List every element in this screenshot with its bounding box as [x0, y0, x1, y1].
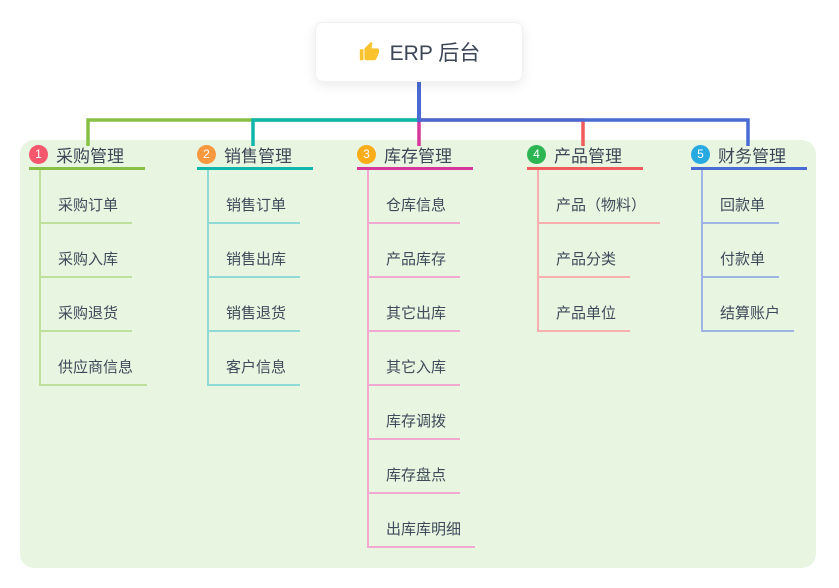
branch-children: 仓库信息 产品库存 其它出库 其它入库 库存调拨 库存盘点 出库库明细 [367, 170, 476, 548]
branch-label: 销售管理 [224, 147, 292, 166]
branch-purchase: 1 采购管理 采购订单 采购入库 采购退货 供应商信息 [29, 145, 148, 386]
branch-finance: 5 财务管理 回款单 付款单 结算账户 [691, 145, 807, 332]
branch-number-badge: 3 [357, 145, 376, 164]
child-item[interactable]: 产品单位 [539, 278, 631, 332]
child-item[interactable]: 仓库信息 [369, 170, 461, 224]
child-item[interactable]: 产品库存 [369, 224, 461, 278]
branch-children: 销售订单 销售出库 销售退货 客户信息 [207, 170, 301, 386]
root-label: ERP 后台 [389, 42, 481, 65]
branch-number-badge: 5 [691, 145, 710, 164]
branch-inventory: 3 库存管理 仓库信息 产品库存 其它出库 其它入库 库存调拨 库存盘点 出库库… [357, 145, 476, 548]
child-item[interactable]: 产品分类 [539, 224, 631, 278]
thumbs-up-icon [358, 41, 380, 63]
branch-title[interactable]: 3 库存管理 [357, 145, 473, 170]
branch-children: 回款单 付款单 结算账户 [701, 170, 795, 332]
child-item[interactable]: 采购入库 [41, 224, 133, 278]
child-item[interactable]: 销售退货 [209, 278, 301, 332]
child-item[interactable]: 结算账户 [703, 278, 795, 332]
branch-sales: 2 销售管理 销售订单 销售出库 销售退货 客户信息 [197, 145, 313, 386]
child-item[interactable]: 付款单 [703, 224, 780, 278]
child-item[interactable]: 库存盘点 [369, 440, 461, 494]
child-item[interactable]: 采购订单 [41, 170, 133, 224]
child-item[interactable]: 采购退货 [41, 278, 133, 332]
branches-panel [20, 140, 816, 568]
child-item[interactable]: 回款单 [703, 170, 780, 224]
branch-number-badge: 2 [197, 145, 216, 164]
branch-title[interactable]: 5 财务管理 [691, 145, 807, 170]
branch-label: 库存管理 [384, 147, 452, 166]
child-item[interactable]: 销售订单 [209, 170, 301, 224]
branch-number-badge: 1 [29, 145, 48, 164]
child-item[interactable]: 其它入库 [369, 332, 461, 386]
child-item[interactable]: 销售出库 [209, 224, 301, 278]
child-item[interactable]: 客户信息 [209, 332, 301, 386]
branch-label: 财务管理 [718, 147, 786, 166]
root-node[interactable]: ERP 后台 [315, 22, 523, 82]
child-item[interactable]: 其它出库 [369, 278, 461, 332]
branch-label: 采购管理 [56, 147, 124, 166]
branch-children: 采购订单 采购入库 采购退货 供应商信息 [39, 170, 148, 386]
child-item[interactable]: 供应商信息 [41, 332, 148, 386]
child-item[interactable]: 产品（物料） [539, 170, 661, 224]
branch-label: 产品管理 [554, 147, 622, 166]
branch-title[interactable]: 1 采购管理 [29, 145, 145, 170]
branch-title[interactable]: 4 产品管理 [527, 145, 643, 170]
branch-number-badge: 4 [527, 145, 546, 164]
child-item[interactable]: 库存调拨 [369, 386, 461, 440]
child-item[interactable]: 出库库明细 [369, 494, 476, 548]
branch-children: 产品（物料） 产品分类 产品单位 [537, 170, 661, 332]
branch-product: 4 产品管理 产品（物料） 产品分类 产品单位 [527, 145, 661, 332]
branch-title[interactable]: 2 销售管理 [197, 145, 313, 170]
